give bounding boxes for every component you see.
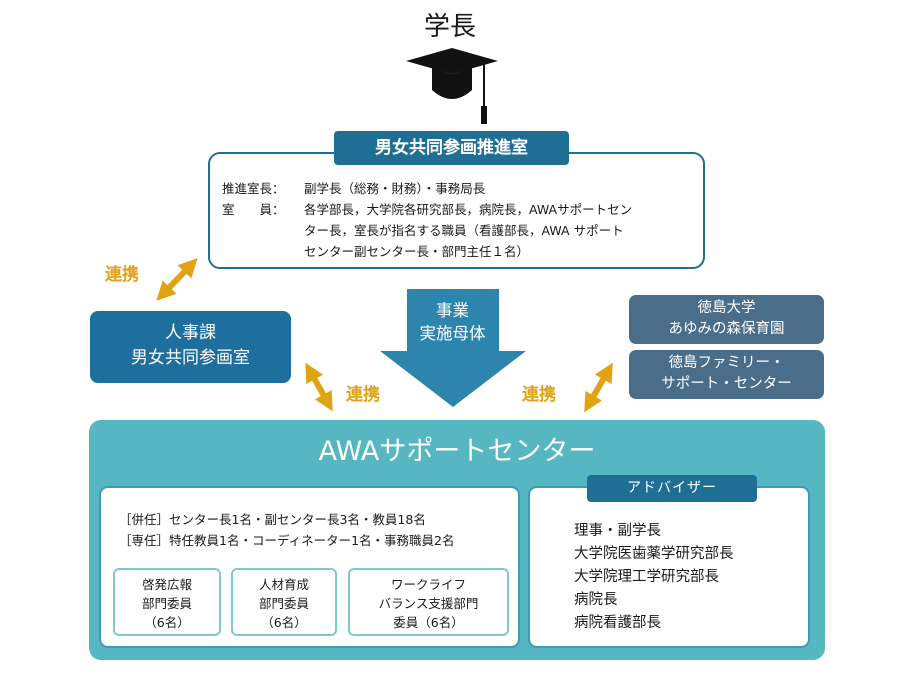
chief-value: 副学長（総務・財務）・事務局長: [304, 181, 486, 196]
committee-line: バランス支援部門: [378, 596, 479, 611]
advisor-banner: アドバイザー: [587, 475, 757, 502]
advisor-box: 理事・副学長 大学院医歯薬学研究部長 大学院理工学研究部長 病院長 病院看護部長: [528, 486, 810, 648]
committee-line: 部門委員: [141, 596, 192, 611]
advisor-item: 大学院医歯薬学研究部長: [574, 546, 734, 562]
committee-line: 啓発広報: [141, 577, 192, 592]
office-banner: 男女共同参画推進室: [334, 131, 569, 165]
committee-line: 人材育成: [258, 577, 309, 592]
committee-box: 人材育成 部門委員 （6名）: [231, 568, 337, 636]
family-line2: サポート・センター: [661, 376, 792, 392]
staff-line-concurrent: ［併任］センター長1名・副センター長3名・教員18名: [119, 512, 426, 527]
hr-line2: 男女共同参画室: [131, 348, 250, 368]
committee-line: （6名）: [261, 615, 307, 630]
advisor-item: 理事・副学長: [574, 523, 661, 539]
chief-label: 推進室長：: [222, 181, 285, 196]
staff-box: ［併任］センター長1名・副センター長3名・教員18名 ［専任］特任教員1名・コー…: [99, 486, 520, 648]
committee-box: 啓発広報 部門委員 （6名）: [113, 568, 221, 636]
double-arrow-icon: [156, 258, 198, 301]
awa-title: AWAサポートセンター: [318, 436, 596, 467]
family-line1: 徳島ファミリー・: [668, 355, 785, 371]
arrow-line1: 事業: [436, 301, 469, 320]
implementation-arrow-icon: [380, 289, 526, 407]
family-support-box: 徳島ファミリー・ サポート・センター: [629, 350, 824, 399]
implementation-label: 事業 実施母体: [405, 299, 500, 345]
member-line: センター副センター長・部門主任１名）: [304, 244, 530, 259]
advisor-item: 病院看護部長: [574, 615, 661, 631]
office-members-box: 推進室長： 副学長（総務・財務）・事務局長 室 員： 各学部長，大学院各研究部長…: [208, 152, 705, 269]
hr-line1: 人事課: [165, 323, 216, 343]
member-label: 室 員：: [222, 202, 285, 217]
link-label-lower-right: 連携: [522, 385, 556, 405]
double-arrow-icon: [584, 362, 613, 413]
committee-box: ワークライフ バランス支援部門 委員（6名）: [348, 568, 509, 636]
member-line: 各学部長，大学院各研究部長，病院長，AWAサポートセン: [304, 202, 633, 217]
double-arrow-icon: [305, 362, 333, 412]
arrow-line2: 実施母体: [419, 324, 486, 343]
nursery-line2: あゆみの森保育園: [668, 321, 785, 337]
nursery-box: 徳島大学 あゆみの森保育園: [629, 295, 824, 344]
link-label-lower-left: 連携: [346, 385, 380, 405]
advisor-item: 病院長: [574, 592, 618, 608]
member-line: ター長，室長が指名する職員（看護部長，AWA サポート: [304, 223, 624, 238]
hr-department-box: 人事課 男女共同参画室: [90, 311, 291, 383]
committee-line: （6名）: [144, 615, 190, 630]
nursery-line1: 徳島大学: [697, 300, 756, 316]
graduation-cap-icon: [406, 48, 498, 124]
advisor-item: 大学院理工学研究部長: [574, 569, 719, 585]
president-title: 学長: [423, 12, 476, 42]
committee-line: 委員（6名）: [393, 615, 464, 630]
committee-line: 部門委員: [258, 596, 309, 611]
link-label-upper-left: 連携: [105, 265, 139, 285]
staff-line-dedicated: ［専任］特任教員1名・コーディネーター1名・事務職員2名: [119, 533, 455, 548]
committee-line: ワークライフ: [390, 577, 466, 592]
